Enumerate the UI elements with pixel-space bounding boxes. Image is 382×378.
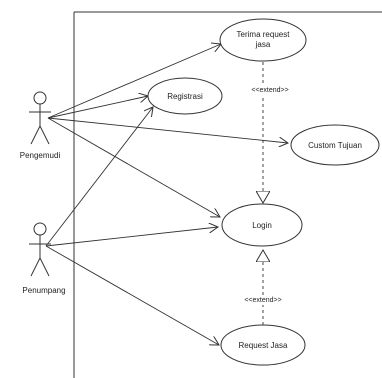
request-jasa-label: Request Jasa — [239, 341, 288, 350]
custom-tujuan-label: Custom Tujuan — [308, 141, 362, 150]
actor-pengemudi — [29, 91, 51, 145]
actor-penumpang-label: Penumpang — [22, 286, 65, 295]
use-case-custom-tujuan: Custom Tujuan — [290, 124, 380, 166]
assoc-pengemudi-registrasi — [47, 96, 148, 119]
registrasi-label: Registrasi — [167, 92, 203, 101]
terima-label-line1: Terima request — [237, 30, 291, 39]
assoc-penumpang-request — [45, 245, 219, 345]
login-label: Login — [252, 221, 272, 230]
assoc-penumpang-login — [45, 227, 218, 247]
terima-label-line2: jasa — [255, 40, 271, 49]
actor-penumpang — [29, 222, 51, 277]
actor-pengemudi-label: Pengemudi — [20, 151, 61, 160]
assoc-pengemudi-terima — [47, 44, 221, 119]
assoc-pengemudi-login — [47, 117, 220, 217]
use-case-terima-request: Terima request jasa — [219, 18, 307, 62]
assoc-pengemudi-custom — [47, 117, 288, 143]
use-case-login: Login — [221, 203, 303, 247]
extend-label-bottom: <<extend>> — [232, 295, 294, 305]
actor-penumpang-head — [33, 222, 47, 236]
use-case-request-jasa: Request Jasa — [220, 324, 306, 366]
assoc-penumpang-registrasi — [45, 107, 153, 247]
actor-pengemudi-head — [33, 91, 47, 105]
use-case-registrasi: Registrasi — [147, 77, 223, 115]
extend-label-top-text: <<extend>> — [251, 87, 288, 94]
extend-label-bottom-text: <<extend>> — [244, 297, 281, 304]
extend-label-top: <<extend>> — [236, 85, 302, 95]
